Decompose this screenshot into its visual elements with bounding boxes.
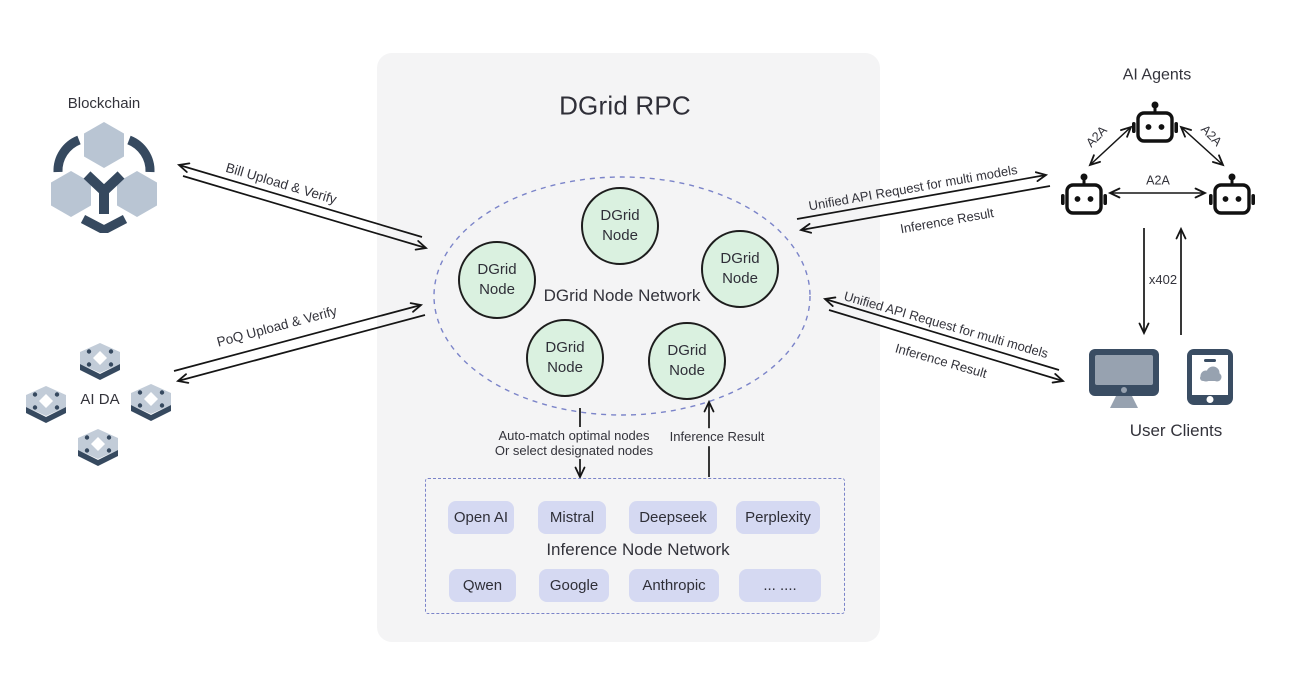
inference-result-top-label: Inference Result bbox=[899, 205, 995, 237]
user-clients-label: User Clients bbox=[1129, 420, 1223, 440]
da-chip-icon bbox=[80, 343, 120, 380]
inference-node-network-box: Open AI Mistral Deepseek Perplexity Infe… bbox=[425, 478, 845, 614]
dgrid-node-circle: DGrid Node bbox=[458, 241, 536, 319]
dgrid-node-label: DGrid bbox=[545, 339, 585, 356]
dgrid-rpc-title: DGrid RPC bbox=[559, 90, 691, 121]
ai-da-label: AI DA bbox=[80, 391, 120, 408]
dgrid-node-label: Node bbox=[669, 362, 705, 379]
da-chip-icon bbox=[26, 386, 66, 423]
blockchain-icon bbox=[51, 122, 157, 233]
dgrid-node-label: Node bbox=[479, 281, 515, 298]
robot-icon bbox=[1061, 173, 1107, 215]
x402-label: x402 bbox=[1145, 272, 1181, 288]
dgrid-node-label: DGrid bbox=[667, 342, 707, 359]
provider-chip-mistral: Mistral bbox=[538, 501, 606, 534]
inference-result-bottom-label: Inference Result bbox=[893, 340, 989, 381]
da-chip-icon bbox=[78, 429, 118, 466]
provider-chip-deepseek: Deepseek bbox=[629, 501, 717, 534]
desktop-monitor-icon bbox=[1089, 349, 1159, 408]
robot-icon bbox=[1132, 101, 1178, 143]
dgrid-node-label: Node bbox=[547, 359, 583, 376]
dgrid-node-circle: DGrid Node bbox=[648, 322, 726, 400]
robot-icon bbox=[1209, 173, 1255, 215]
bill-upload-arrow-label: Bill Upload & Verify bbox=[223, 159, 339, 207]
dgrid-node-label: DGrid bbox=[720, 250, 760, 267]
dgrid-node-label: Node bbox=[602, 227, 638, 244]
provider-chip-perplexity: Perplexity bbox=[736, 501, 820, 534]
dgrid-node-circle: DGrid Node bbox=[701, 230, 779, 308]
dgrid-node-label: DGrid bbox=[600, 207, 640, 224]
mobile-phone-icon bbox=[1187, 349, 1233, 405]
ai-agents-label: AI Agents bbox=[1122, 66, 1192, 84]
ai-da-icon bbox=[26, 343, 171, 466]
a2a-horizontal-label: A2A bbox=[1146, 173, 1170, 188]
provider-chip-google: Google bbox=[539, 569, 609, 602]
dgrid-node-circle: DGrid Node bbox=[526, 319, 604, 397]
dgrid-node-label: DGrid bbox=[477, 261, 517, 278]
provider-chip-anthropic: Anthropic bbox=[629, 569, 719, 602]
inference-result-up-label: Inference Result bbox=[665, 428, 769, 446]
blockchain-label: Blockchain bbox=[67, 95, 141, 112]
dgrid-node-network-label: DGrid Node Network bbox=[543, 285, 701, 305]
da-chip-icon bbox=[131, 384, 171, 421]
automatch-label: Auto-match optimal nodes Or select desig… bbox=[490, 427, 658, 459]
inference-node-network-label: Inference Node Network bbox=[546, 539, 730, 559]
provider-chip-qwen: Qwen bbox=[449, 569, 516, 602]
automatch-line2: Or select designated nodes bbox=[494, 443, 654, 458]
provider-chip-openai: Open AI bbox=[448, 501, 514, 534]
provider-chip-more: ... .... bbox=[739, 569, 821, 602]
automatch-line1: Auto-match optimal nodes bbox=[498, 428, 650, 443]
a2a-left-label: A2A bbox=[1083, 123, 1110, 151]
poq-upload-arrow-label: PoQ Upload & Verify bbox=[215, 303, 339, 350]
dgrid-node-circle: DGrid Node bbox=[581, 187, 659, 265]
dgrid-node-label: Node bbox=[722, 270, 758, 287]
a2a-right-label: A2A bbox=[1198, 122, 1225, 150]
